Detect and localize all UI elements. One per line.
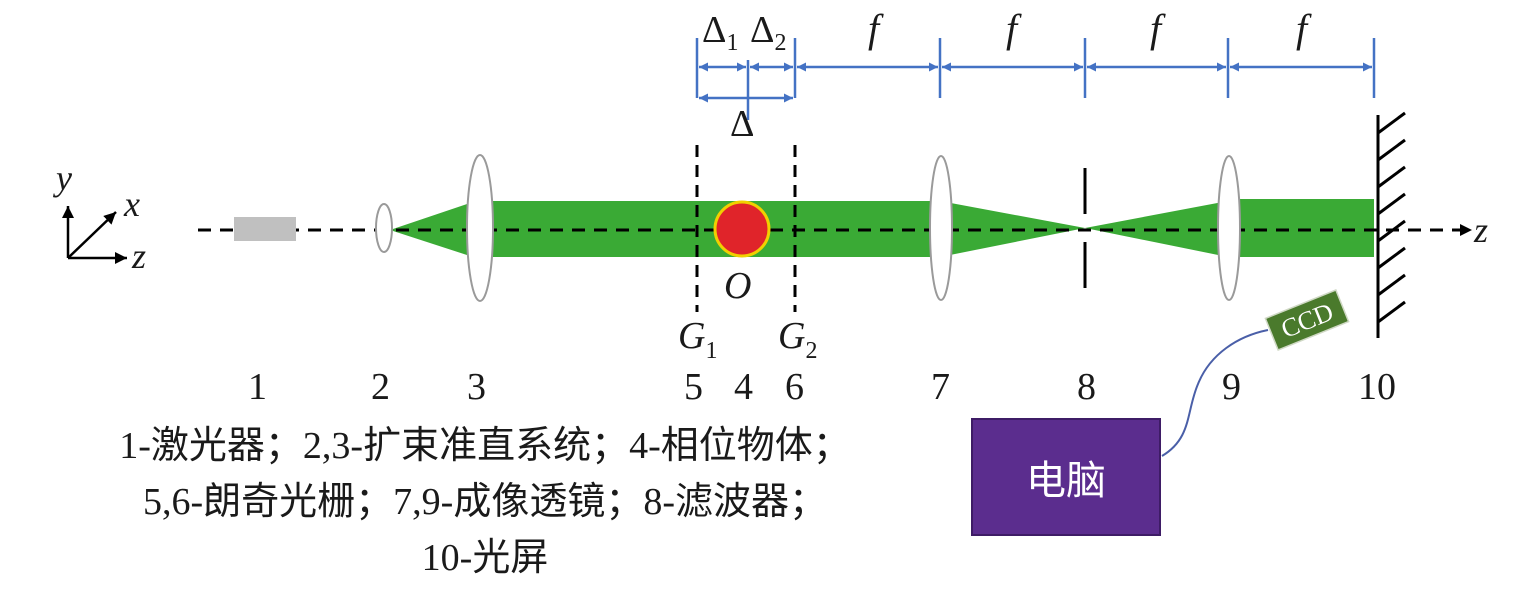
grating-g2-label: G2 <box>778 315 817 364</box>
optical-axis-z-label: z <box>1473 210 1488 250</box>
lens-7 <box>929 155 953 301</box>
lens-2 <box>375 203 393 253</box>
component-number: 1 <box>248 366 267 408</box>
legend: 1-激光器；2,3-扩束准直系统；4-相位物体； 5,6-朗奇光栅；7,9-成像… <box>0 418 970 586</box>
computer-label: 电脑 <box>1026 458 1106 503</box>
object-label: O <box>724 265 751 307</box>
component-number: 3 <box>467 366 486 408</box>
focal-length-label-3: f <box>1150 6 1166 51</box>
component-number: 7 <box>931 366 950 408</box>
screen-10 <box>1376 111 1406 338</box>
focal-length-label-1: f <box>868 6 884 51</box>
delta-total-label: Δ <box>730 103 754 145</box>
focal-length-label-4: f <box>1296 6 1312 51</box>
component-number: 8 <box>1077 366 1096 408</box>
dimension-lines <box>695 38 1376 120</box>
focal-length-label-2: f <box>1006 6 1022 51</box>
grating-g1-label: G1 <box>678 315 717 364</box>
legend-line-3: 10-光屏 <box>421 537 549 579</box>
component-number: 6 <box>785 366 804 408</box>
delta1-label: Δ1 <box>702 9 738 56</box>
axis-x-label: x <box>123 184 140 224</box>
component-number: 10 <box>1358 366 1396 408</box>
laser-source <box>234 217 296 241</box>
component-number: 5 <box>684 366 703 408</box>
axis-y-label: y <box>53 158 72 198</box>
component-numbers: 1 2 3 5 4 6 7 8 9 10 <box>248 366 1396 408</box>
computer-box: 电脑 <box>971 418 1161 536</box>
phase-object <box>713 200 771 258</box>
coordinate-axes-icon <box>62 206 127 264</box>
ccd-cable <box>1161 329 1269 457</box>
lens-3 <box>466 154 494 302</box>
ccd-camera: CCD <box>1264 289 1350 351</box>
legend-line-1: 1-激光器；2,3-扩束准直系统；4-相位物体； <box>119 425 851 467</box>
component-number: 4 <box>734 366 753 408</box>
component-number: 9 <box>1222 366 1241 408</box>
lens-9 <box>1217 155 1241 301</box>
component-number: 2 <box>371 366 390 408</box>
axis-z-label: z <box>131 236 146 276</box>
delta2-label: Δ2 <box>750 9 786 56</box>
legend-line-2: 5,6-朗奇光栅；7,9-成像透镜；8-滤波器； <box>143 481 827 523</box>
